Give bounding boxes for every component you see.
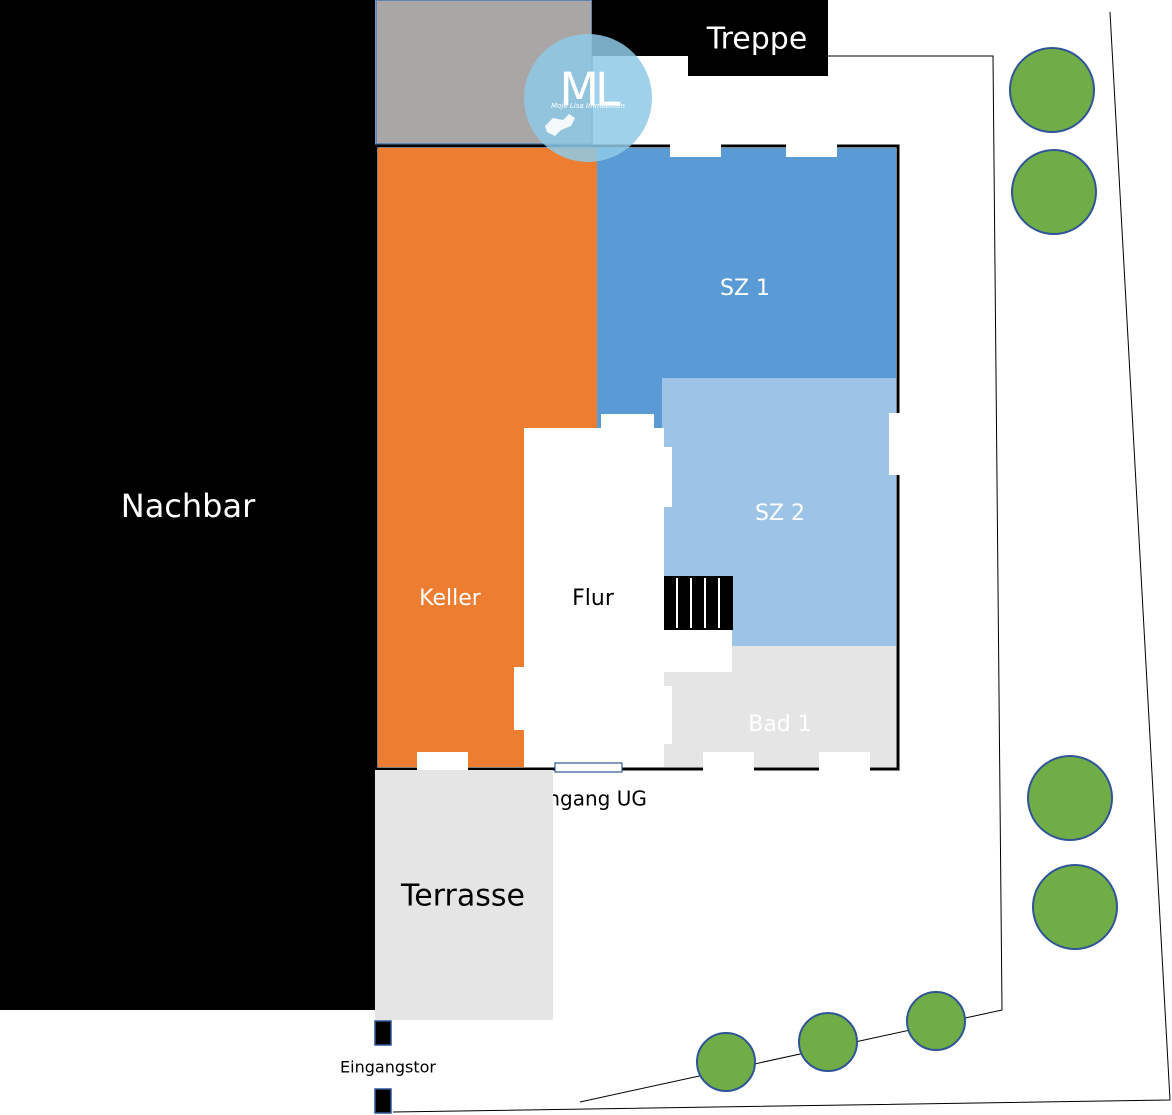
mallorca-island-icon	[545, 114, 575, 136]
door-flur-sz2	[660, 447, 672, 507]
trees	[696, 47, 1118, 1092]
eingangstor-label: Eingangstor	[340, 1058, 436, 1077]
logo-tagline: Mojo Lisa Immobilien	[551, 102, 625, 110]
treppe-block	[592, 0, 828, 76]
flur-label: Flur	[572, 586, 615, 611]
keller-label: Keller	[419, 586, 482, 611]
window-bottom-1	[417, 752, 468, 774]
sz1-label: SZ 1	[720, 276, 770, 301]
stairs-icon	[664, 576, 733, 630]
logo-letters: ML	[559, 63, 621, 117]
window-bottom-3	[819, 752, 870, 774]
tree-circle-icon	[1027, 755, 1113, 841]
tree-circle-icon	[798, 1012, 858, 1072]
gate-post-top	[374, 1020, 392, 1046]
sz2-label: SZ 2	[755, 501, 805, 526]
window-top-2	[786, 143, 837, 157]
terrasse-label: Terrasse	[400, 879, 525, 914]
treppe-label: Treppe	[706, 22, 808, 57]
window-right	[889, 413, 901, 475]
openings	[417, 143, 901, 774]
property-boundary	[392, 11, 1171, 1113]
nachbar-label: Nachbar	[121, 487, 256, 525]
tree-circle-icon	[1011, 149, 1097, 235]
tree-circle-icon	[1032, 864, 1118, 950]
terrasse-area	[375, 770, 553, 1020]
room-keller	[378, 148, 597, 767]
door-flur-bad	[660, 686, 672, 744]
bad1-label: Bad 1	[748, 712, 812, 737]
room-sz2	[662, 378, 896, 646]
tree-circle-icon	[906, 991, 966, 1051]
window-bottom-2	[703, 752, 754, 774]
neighbor-block	[0, 0, 375, 1010]
tree-circle-icon	[1009, 47, 1095, 133]
tree-circle-icon	[696, 1032, 756, 1092]
door-keller-flur	[514, 667, 528, 730]
door-flur-sz1	[601, 414, 654, 432]
room-flur	[524, 428, 664, 767]
logo: ML Mojo Lisa Immobilien	[524, 34, 652, 162]
gate-post-bottom	[374, 1088, 392, 1114]
room-sz1	[597, 148, 896, 428]
entrance-door	[554, 762, 623, 773]
room-bad1	[664, 646, 896, 767]
window-top-1	[670, 143, 721, 157]
